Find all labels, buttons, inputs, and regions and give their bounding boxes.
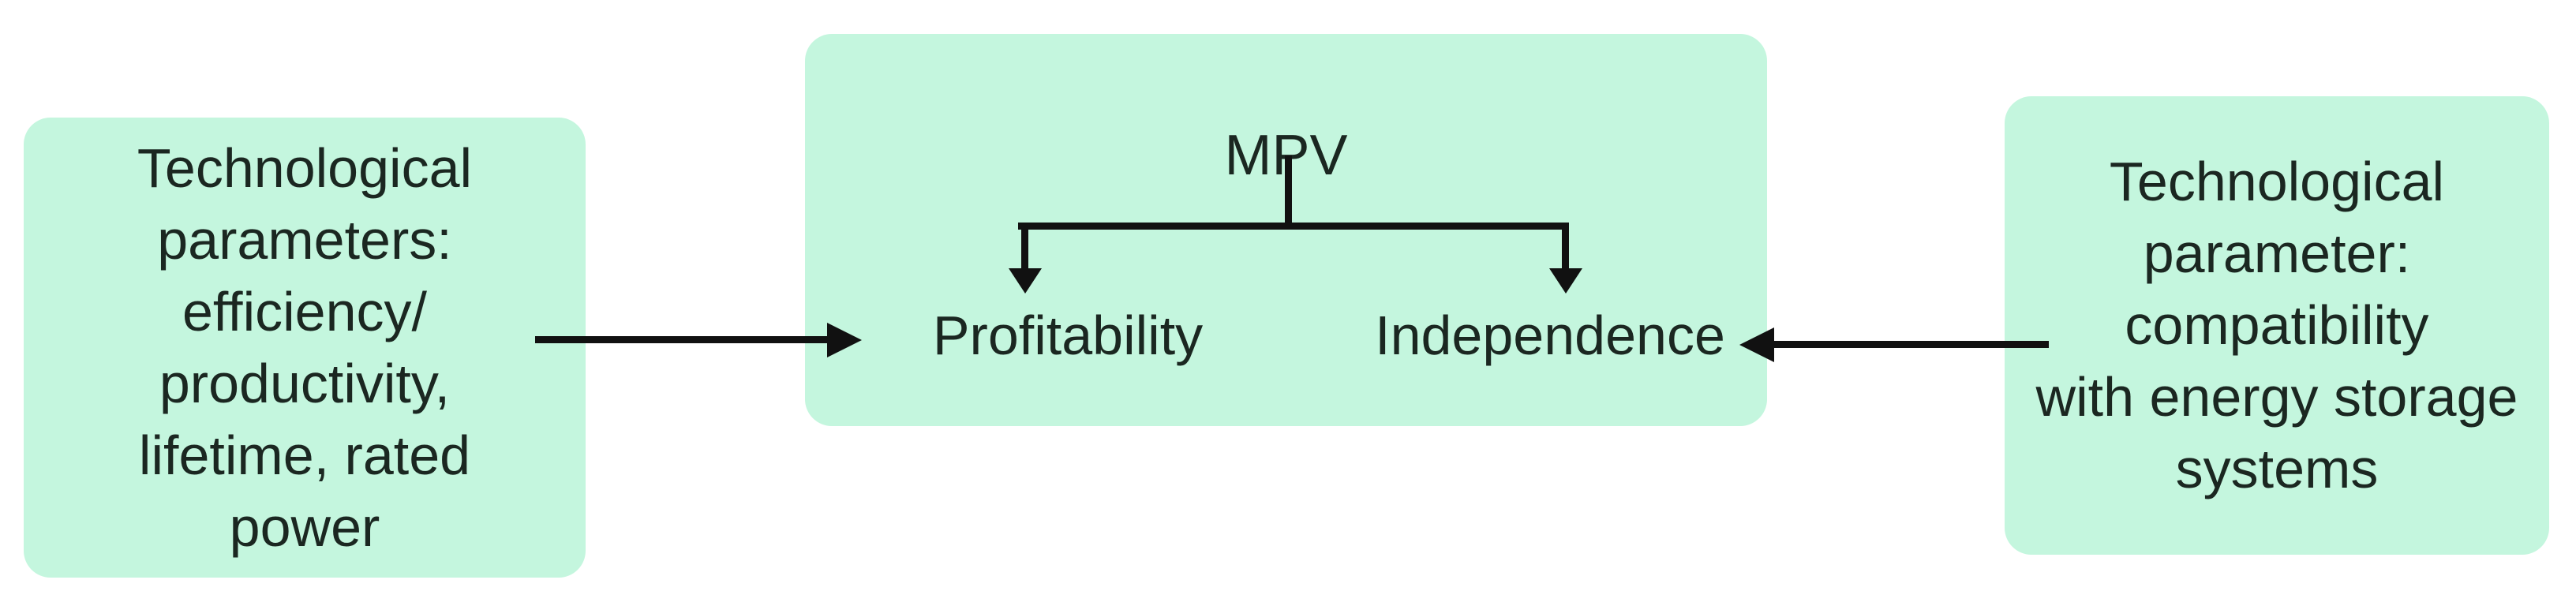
left-arrowhead-icon (1739, 327, 1774, 362)
right-parameter-text: Technological parameter: compatibility w… (2005, 96, 2549, 555)
down-arrowhead-left-icon (1009, 268, 1042, 294)
left-arrow-line (535, 336, 829, 343)
left-box-line: lifetime, rated (138, 424, 471, 486)
left-box-line: power (229, 496, 380, 558)
right-box-line: parameter: (2143, 223, 2411, 284)
branch-right-arm-line (1562, 223, 1569, 270)
left-parameters-text: Technological parameters: efficiency/ pr… (24, 118, 586, 578)
left-parameters-box: Technological parameters: efficiency/ pr… (24, 118, 586, 578)
right-parameter-box: Technological parameter: compatibility w… (2005, 96, 2549, 555)
mpv-stem-line (1285, 155, 1292, 226)
down-arrowhead-right-icon (1549, 268, 1582, 294)
right-box-line: with energy storage (2035, 366, 2518, 428)
right-arrowhead-icon (827, 323, 862, 357)
branch-horizontal-line (1018, 223, 1569, 230)
right-arrow-line (1774, 341, 2049, 348)
right-box-line: Technological (2109, 151, 2445, 212)
left-box-line: productivity, (159, 352, 451, 414)
right-box-line: compatibility (2125, 294, 2429, 356)
mpv-tree-box: MPV Profitability Independence (805, 34, 1767, 426)
right-box-line: systems (2175, 438, 2379, 499)
profitability-label: Profitability (932, 305, 1204, 366)
branch-left-arm-line (1021, 223, 1028, 270)
left-box-line: Technological (137, 137, 473, 199)
left-box-line: efficiency/ (182, 280, 427, 342)
left-box-line: parameters: (157, 208, 452, 271)
independence-label: Independence (1375, 305, 1725, 366)
